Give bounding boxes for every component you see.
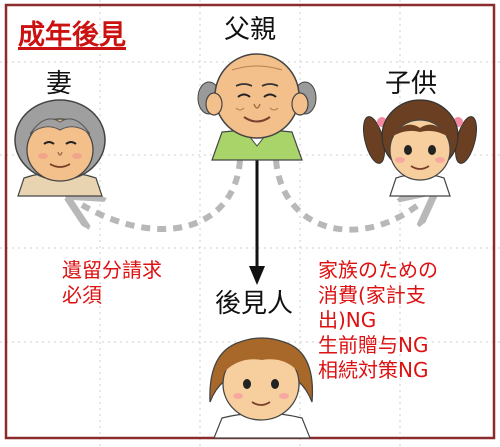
note-left: 遺留分請求 必須 xyxy=(62,258,162,308)
note-right: 家族のための 消費(家計支 出)NG 生前贈与NG 相続対策NG xyxy=(318,258,438,383)
dashed-arrow-to-wife xyxy=(82,159,243,232)
note-right-line: 相続対策NG xyxy=(318,358,429,382)
page-title: 成年後見 xyxy=(18,20,126,51)
guardian-illustration xyxy=(209,337,314,439)
note-left-line: 遺留分請求 xyxy=(62,258,162,282)
child-illustration xyxy=(363,99,477,197)
father-illustration xyxy=(197,53,317,161)
label-wife: 妻 xyxy=(46,69,73,99)
dashed-arrow-to-child xyxy=(273,159,422,233)
note-right-line: 出)NG xyxy=(318,308,377,332)
wife-illustration xyxy=(14,99,106,197)
note-left-line: 必須 xyxy=(62,283,102,307)
note-right-line: 家族のための xyxy=(318,258,438,282)
label-father: 父親 xyxy=(224,15,277,45)
note-right-line: 生前贈与NG xyxy=(318,333,429,357)
label-child: 子供 xyxy=(385,69,438,99)
label-guardian: 後見人 xyxy=(215,289,294,319)
solid-arrow-to-guardian xyxy=(249,160,265,285)
note-right-line: 消費(家計支 xyxy=(318,283,426,307)
